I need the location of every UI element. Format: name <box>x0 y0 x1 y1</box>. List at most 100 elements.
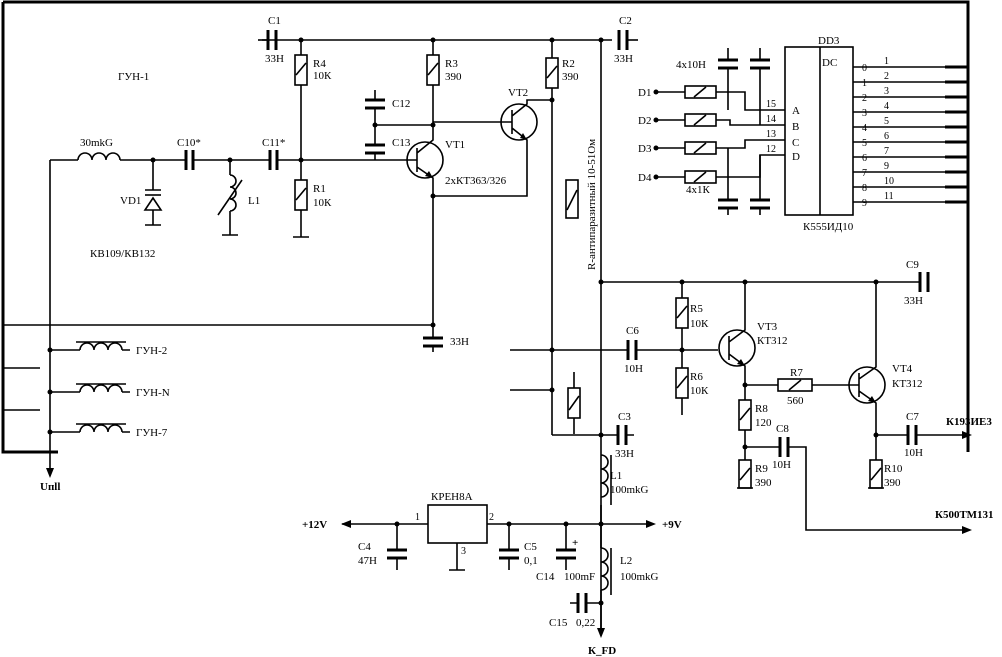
vt3-ref: VT3 <box>757 321 778 333</box>
upll-label: Uпll <box>40 481 60 493</box>
r9-value: 390 <box>755 477 772 489</box>
c1-value: 33Н <box>265 53 284 65</box>
dd3-pin15: 15 <box>766 99 776 110</box>
c8-capacitor <box>778 437 790 457</box>
c4-ref: C4 <box>358 541 371 553</box>
res-array-label: 4х1К <box>686 184 711 196</box>
r6-value: 10К <box>690 385 709 397</box>
svg-text:8: 8 <box>862 183 867 194</box>
c13-ref: C13 <box>392 137 411 149</box>
r2-value: 390 <box>562 71 579 83</box>
l1-choke-inductor <box>600 454 612 505</box>
vt4-type: КТ312 <box>892 378 923 390</box>
c5-value: 0,1 <box>524 555 538 567</box>
dd3-pin12: 12 <box>766 144 776 155</box>
r6-ref: R6 <box>690 371 703 383</box>
kren-regulator <box>427 504 488 544</box>
dd3-pin14: 14 <box>766 114 776 125</box>
d3-label: D3 <box>638 143 652 155</box>
c5-capacitor <box>499 548 519 560</box>
dd3-ref: DD3 <box>818 35 840 47</box>
svg-text:6: 6 <box>862 153 867 164</box>
l1-tank-ref: L1 <box>248 195 260 207</box>
vt4-transistor <box>848 282 886 488</box>
kfd-label: К_FD <box>588 645 616 657</box>
c6-capacitor <box>626 340 638 360</box>
l1-tank-inductor <box>217 160 243 236</box>
r7-ref: R7 <box>790 367 803 379</box>
svg-text:5: 5 <box>862 138 867 149</box>
dd3-in-c: C <box>792 137 799 149</box>
svg-text:7: 7 <box>862 168 867 179</box>
vd1-varicap <box>143 160 163 226</box>
vt4-ref: VT4 <box>892 363 913 375</box>
c8-value: 10Н <box>772 459 791 471</box>
vt3-transistor <box>718 282 756 395</box>
r10-value: 390 <box>884 477 901 489</box>
svg-text:2: 2 <box>489 512 494 523</box>
d1-label: D1 <box>638 87 651 99</box>
vt2-ref: VT2 <box>508 87 528 99</box>
l2-value: 100mkG <box>620 571 659 583</box>
svg-text:9: 9 <box>862 198 867 209</box>
dd3-in-a: A <box>792 105 800 117</box>
vt1-transistor <box>301 130 444 325</box>
out-k193-label: К193ИЕ3 <box>946 416 992 428</box>
c1-capacitor <box>258 30 278 50</box>
c9-capacitor <box>918 272 930 292</box>
l2-ref: L2 <box>620 555 632 567</box>
inductor-30mkg <box>77 152 121 161</box>
c3-value: 33Н <box>615 448 634 460</box>
c5-ref: C5 <box>524 541 537 553</box>
c12-capacitor <box>365 98 385 110</box>
frame-top <box>3 0 970 452</box>
d2-label: D2 <box>638 115 651 127</box>
r10-ref: R10 <box>884 463 903 475</box>
c6-value: 10Н <box>624 363 643 375</box>
svg-text:4: 4 <box>862 123 867 134</box>
c10-capacitor <box>184 150 195 170</box>
svg-text:7: 7 <box>884 146 889 157</box>
c6-ref: C6 <box>626 325 639 337</box>
r2-ref: R2 <box>562 58 575 70</box>
vt3-type: КТ312 <box>757 335 788 347</box>
r4-value: 10К <box>313 70 332 82</box>
svg-text:9: 9 <box>884 161 889 172</box>
c12-ref: C12 <box>392 98 410 110</box>
r7-value: 560 <box>787 395 804 407</box>
frame-left <box>1 2 58 454</box>
svg-text:6: 6 <box>884 131 889 142</box>
svg-text:3: 3 <box>884 86 889 97</box>
c9-ref: C9 <box>906 259 919 271</box>
d4-label: D4 <box>638 172 652 184</box>
r3-value: 390 <box>445 71 462 83</box>
vt1-ref: VT1 <box>445 139 465 151</box>
svg-text:1: 1 <box>415 512 420 523</box>
l2-inductor <box>600 547 612 595</box>
c4-capacitor <box>387 548 407 560</box>
c7-capacitor <box>906 425 918 445</box>
c3-capacitor <box>616 425 628 445</box>
dd3-outputs <box>853 65 968 204</box>
r3-ref: R3 <box>445 58 458 70</box>
vd1-type: КВ109/КВ132 <box>90 248 155 260</box>
gun7-label: ГУН-7 <box>136 427 168 439</box>
c7-value: 10Н <box>904 447 923 459</box>
r-parasitic-label: R-антипаразитный 10-51Ом <box>586 139 598 270</box>
dd3-chip <box>784 46 854 216</box>
svg-text:11: 11 <box>884 191 894 202</box>
block-title: ГУН-1 <box>118 71 149 83</box>
c2-value: 33Н <box>614 53 633 65</box>
r9-ref: R9 <box>755 463 768 475</box>
kren-ref: КРЕН8А <box>431 491 473 503</box>
vt-type: 2хКТ363/326 <box>445 175 507 187</box>
vd1-ref: VD1 <box>120 195 141 207</box>
r4-ref: R4 <box>313 58 326 70</box>
c14-value: 100mF <box>564 571 595 583</box>
svg-text:1: 1 <box>862 78 867 89</box>
dd3-in-b: B <box>792 121 799 133</box>
r1-value: 10К <box>313 197 332 209</box>
svg-text:0: 0 <box>862 63 867 74</box>
